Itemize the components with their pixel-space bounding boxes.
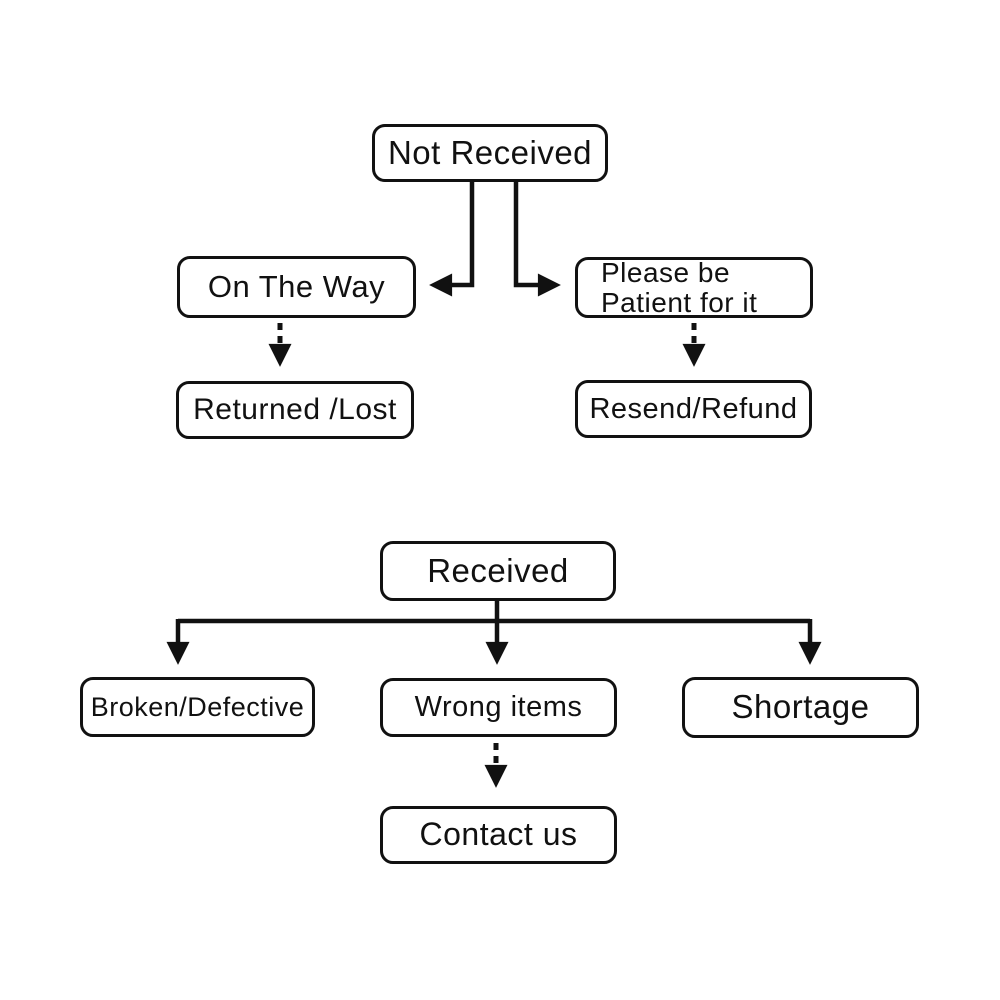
node-not-received-label: Not Received — [387, 133, 593, 171]
connector-not-received-to-please-be-patient — [513, 181, 561, 297]
node-returned-lost-label: Returned /Lost — [193, 393, 397, 427]
node-returned-lost: Returned /Lost — [176, 381, 414, 439]
node-wrong-items-label: Wrong items — [414, 691, 583, 724]
node-received: Received — [380, 541, 616, 601]
node-resend-refund-label: Resend/Refund — [589, 392, 798, 425]
node-please-be-patient-label-line1: Please be — [601, 257, 731, 289]
node-contact-us-label: Contact us — [419, 816, 578, 853]
node-broken-defective: Broken/Defective — [80, 677, 315, 737]
node-shortage-label: Shortage — [731, 688, 870, 726]
node-received-label: Received — [427, 551, 569, 589]
node-on-the-way: On The Way — [177, 256, 416, 318]
node-broken-defective-label: Broken/Defective — [90, 691, 305, 722]
node-shortage: Shortage — [682, 677, 919, 738]
node-please-be-patient-label: Please be Patient for it — [601, 258, 757, 317]
node-resend-refund: Resend/Refund — [575, 380, 812, 438]
node-not-received: Not Received — [372, 124, 608, 182]
node-please-be-patient-label-line2: Patient for it — [601, 286, 758, 318]
node-please-be-patient: Please be Patient for it — [575, 257, 813, 318]
node-on-the-way-label: On The Way — [207, 268, 386, 304]
node-wrong-items: Wrong items — [380, 678, 617, 737]
node-contact-us: Contact us — [380, 806, 617, 864]
connector-not-received-to-on-the-way — [429, 181, 475, 297]
